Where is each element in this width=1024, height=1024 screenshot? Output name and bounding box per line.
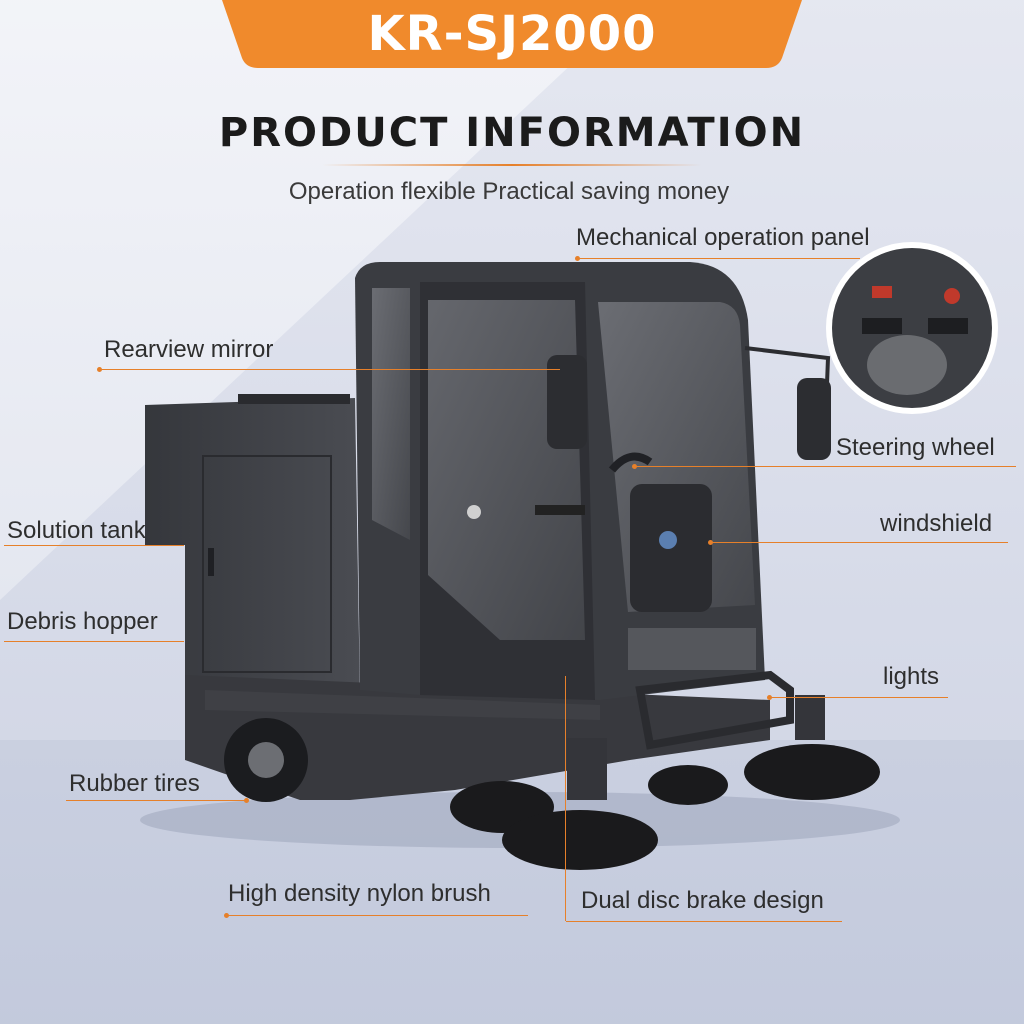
label-disc-brake: Dual disc brake design [581,887,824,914]
brush-leader-line [226,915,528,916]
label-windshield: windshield [880,510,993,537]
label-debris-hopper: Debris hopper [7,608,158,635]
steering-leader-line [636,466,1016,467]
label-steering-wheel: Steering wheel [836,434,995,461]
page-title: PRODUCT INFORMATION [218,110,806,156]
tires-leader-line [66,800,246,801]
panel-leader-line [578,258,860,259]
solution-leader-line [4,545,184,546]
brake-leader-vertical [565,676,566,921]
label-solution-tank: Solution tank [7,517,146,544]
hopper-leader-line [4,641,184,642]
lights-leader-dot [767,695,772,700]
title-divider [322,164,702,166]
label-rubber-tires: Rubber tires [69,770,200,797]
label-rearview-mirror: Rearview mirror [104,336,274,363]
brake-leader-line [566,921,842,922]
mirror-leader-line [100,369,560,370]
steering-leader-dot [632,464,637,469]
panel-leader-dot [575,256,580,261]
brush-leader-dot [224,913,229,918]
windshield-leader-dot [708,540,713,545]
label-nylon-brush: High density nylon brush [228,880,491,907]
lights-leader-line [770,697,948,698]
label-lights: lights [883,663,940,690]
windshield-leader-line [712,542,1008,543]
model-banner-shape [222,0,802,68]
label-operation-panel: Mechanical operation panel [576,224,870,251]
model-name: KR-SJ2000 [367,6,657,62]
page-subtitle: Operation flexible Practical saving mone… [288,178,730,205]
tires-leader-dot [244,798,249,803]
mirror-leader-dot [97,367,102,372]
